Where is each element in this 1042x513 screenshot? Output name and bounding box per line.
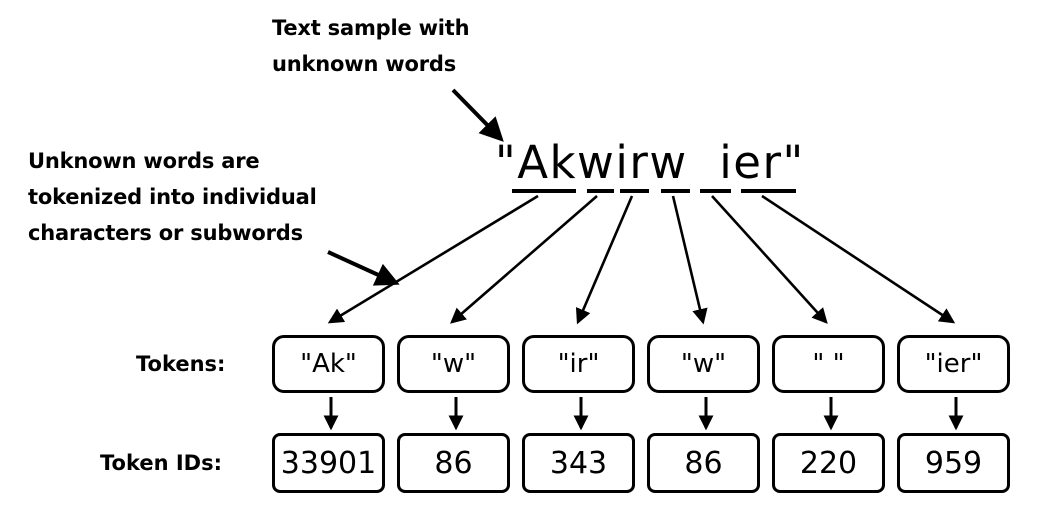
segment-underline [661, 189, 690, 193]
segment-underline [512, 189, 576, 193]
annotation-text-sample-line2: unknown words [272, 52, 457, 76]
annotation-tokenization-line2: tokenized into individual [28, 185, 317, 209]
token-box: " " [772, 335, 885, 393]
token-id-box: 959 [897, 433, 1010, 493]
token-id-box: 86 [647, 433, 760, 493]
annotation-tokenization-line3: characters or subwords [28, 221, 303, 245]
token-box: "ir" [522, 335, 635, 393]
token-id-box: 220 [772, 433, 885, 493]
token-ids-row-label: Token IDs: [100, 451, 223, 475]
token-box: "w" [397, 335, 510, 393]
tokens-row: "Ak""w""ir""w"" ""ier" [272, 335, 1010, 393]
token-id-box: 86 [397, 433, 510, 493]
annotation-tokenization: Unknown words are tokenized into individ… [28, 143, 317, 251]
token-id-box: 33901 [272, 433, 385, 493]
annotation-text-sample: Text sample with unknown words [272, 10, 470, 82]
token-id-box: 343 [522, 433, 635, 493]
segment-underline [741, 189, 796, 193]
token-box: "Ak" [272, 335, 385, 393]
tokens-row-label: Tokens: [136, 352, 226, 376]
text-sample: "Akwirw ier" [495, 136, 805, 189]
segment-underline [620, 189, 649, 193]
token-box: "w" [647, 335, 760, 393]
annotation-text-sample-line1: Text sample with [272, 16, 470, 40]
segment-underline [587, 189, 614, 193]
token-box: "ier" [897, 335, 1010, 393]
segment-underline [700, 189, 731, 193]
annotation-tokenization-line1: Unknown words are [28, 149, 260, 173]
